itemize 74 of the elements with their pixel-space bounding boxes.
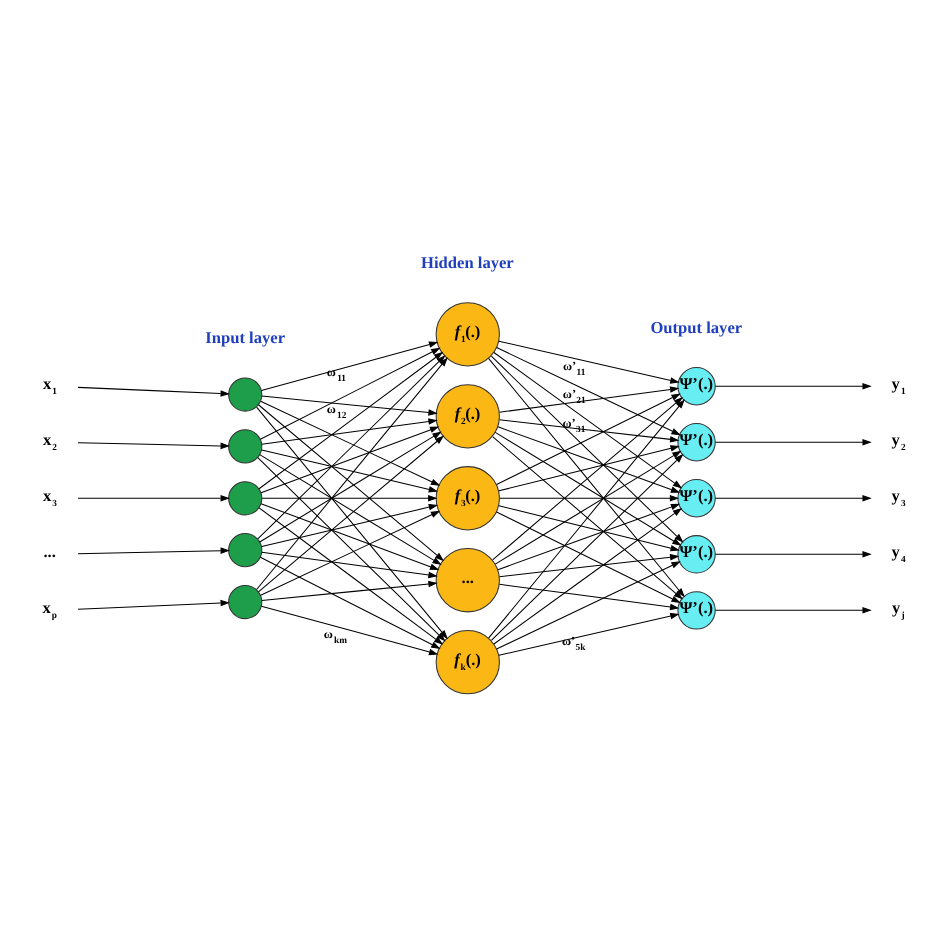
arrow [497, 502, 681, 570]
arrow [488, 356, 685, 597]
arrow [77, 546, 230, 554]
arrow [492, 395, 683, 560]
arrow [261, 579, 438, 600]
arrow [493, 351, 683, 488]
arrow [77, 385, 230, 396]
arrow [260, 425, 440, 493]
arrow [77, 441, 230, 449]
arrow [261, 550, 438, 578]
arrow [494, 449, 682, 564]
arrow [498, 582, 680, 610]
node-circle [228, 480, 263, 515]
arrow [257, 403, 445, 561]
arrow [714, 550, 872, 557]
arrow [714, 494, 872, 501]
arrow [492, 435, 683, 599]
arrow [714, 606, 872, 613]
node-circle: Ψ’(.) [677, 534, 716, 573]
arrow [261, 448, 439, 492]
node-circle: Ψ’(.) [677, 366, 716, 405]
arrow [498, 418, 680, 442]
arrow [258, 506, 444, 644]
node-circle [228, 583, 263, 619]
arrow [496, 392, 681, 485]
arrow [257, 354, 446, 539]
arrow [496, 346, 681, 435]
arrow [499, 494, 680, 501]
arrow [256, 356, 448, 589]
arrow [260, 340, 439, 390]
arrow [259, 555, 441, 648]
label: Hidden layer [421, 252, 514, 271]
arrow [498, 504, 680, 551]
arrow [261, 494, 438, 501]
node-circle: Ψ’(.) [677, 590, 716, 629]
arrow [260, 604, 439, 655]
arrow [496, 510, 681, 603]
arrow [498, 611, 680, 655]
arrow [259, 346, 441, 439]
arrow [259, 430, 442, 542]
arrow [260, 509, 441, 595]
arrow [261, 502, 439, 546]
arrow [261, 417, 438, 444]
arrow [258, 350, 444, 489]
arrow [259, 453, 442, 565]
arrow [257, 434, 445, 592]
arrow [256, 405, 448, 639]
arrow [498, 339, 680, 383]
arrow [714, 437, 872, 445]
arrow [498, 444, 680, 491]
arrow [498, 385, 680, 412]
node-text: ... [43, 542, 56, 561]
arrow [490, 354, 684, 542]
arrow [490, 452, 684, 640]
arrow [494, 430, 682, 545]
arrow [261, 394, 438, 415]
arrow [257, 456, 446, 641]
node-circle: Ψ’(.) [677, 422, 716, 461]
arrow [493, 506, 683, 644]
node-circle [228, 428, 263, 463]
arrow [496, 560, 681, 649]
node-circle: Ψ’(.) [677, 478, 716, 517]
arrow [498, 552, 680, 577]
node-circle [228, 532, 263, 567]
arrow [714, 381, 872, 389]
label: Output layer [650, 318, 743, 337]
arrow [77, 598, 230, 609]
arrow [77, 494, 230, 501]
arrow [260, 502, 440, 570]
node-circle [228, 376, 263, 411]
arrow [497, 425, 681, 492]
arrow [488, 398, 685, 638]
label: Input layer [205, 328, 286, 347]
arrow [260, 399, 441, 485]
